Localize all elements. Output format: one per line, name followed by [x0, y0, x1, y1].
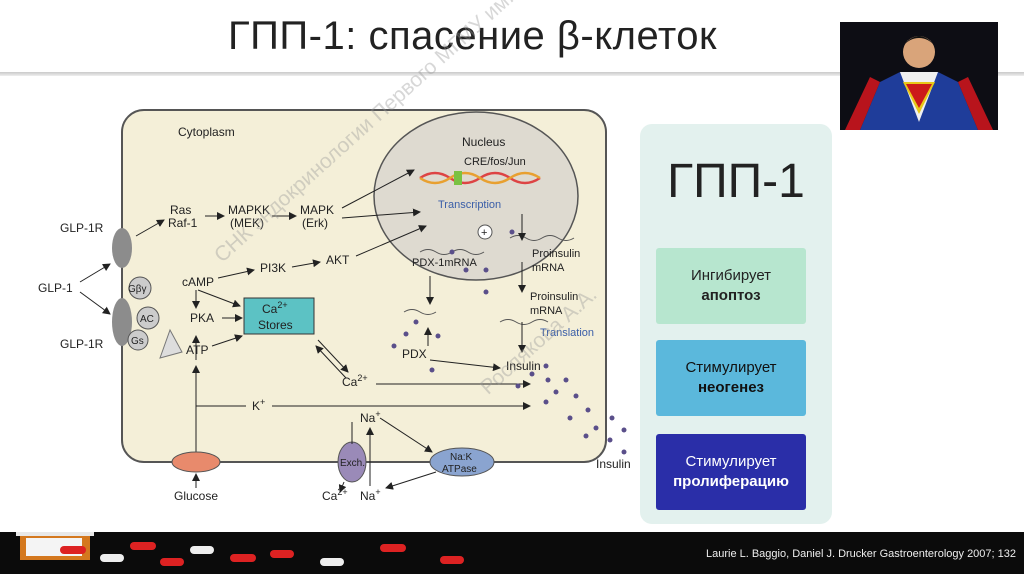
pdx1mrna-label: PDX-1mRNA: [412, 257, 477, 269]
nucleus-label: Nucleus: [462, 135, 505, 149]
card-proliferation: Стимулирует пролиферацию: [656, 434, 806, 510]
svg-text:GLP-1: GLP-1: [38, 281, 73, 295]
card-line1: Стимулирует: [685, 453, 777, 470]
pills-image: [16, 526, 464, 566]
svg-text:ATP: ATP: [186, 343, 208, 357]
cytoplasm-label: Cytoplasm: [178, 125, 235, 139]
effects-panel: ГПП-1 Ингибирует апоптоз Стимулирует нео…: [640, 124, 832, 524]
svg-text:Ca2+: Ca2+: [262, 300, 288, 316]
card-apoptosis: Ингибирует апоптоз: [656, 248, 806, 324]
na-k-atpase: [429, 447, 495, 477]
svg-text:Gs: Gs: [131, 336, 144, 347]
svg-text:AC: AC: [140, 314, 154, 325]
gby-node: [128, 276, 152, 300]
card-line1: Стимулирует: [685, 359, 777, 376]
svg-text:K+: K+: [252, 397, 265, 413]
ca-stores-box: [243, 297, 315, 335]
svg-text:Raf-1: Raf-1: [168, 216, 198, 230]
svg-text:Stores: Stores: [258, 318, 293, 332]
svg-text:Ras: Ras: [170, 203, 191, 217]
footer-bar: [0, 526, 1024, 574]
gs-node: [127, 329, 149, 351]
cre-label: CRE/fos/Jun: [464, 156, 526, 168]
svg-text:Gβγ: Gβγ: [128, 284, 147, 295]
svg-text:Proinsulin: Proinsulin: [532, 248, 580, 260]
svg-text:cAMP: cAMP: [182, 275, 214, 289]
svg-text:GLP-1R: GLP-1R: [60, 337, 104, 351]
svg-text:Insulin: Insulin: [506, 359, 541, 373]
glucose-transporter: [171, 451, 221, 473]
card-line2: неогенез: [697, 379, 764, 396]
svg-text:Insulin: Insulin: [596, 457, 631, 471]
title-divider: [0, 72, 1024, 76]
translation-label: Translation: [540, 327, 594, 339]
svg-text:AKT: AKT: [326, 253, 350, 267]
svg-text:PDX: PDX: [402, 347, 427, 361]
glp1r-bottom: [112, 298, 132, 346]
svg-text:PI3K: PI3K: [260, 261, 286, 275]
panel-heading: ГПП-1: [667, 155, 805, 208]
card-line1: Ингибирует: [690, 267, 772, 284]
nucleus: [373, 111, 579, 281]
svg-text:+: +: [481, 227, 487, 239]
svg-text:Exch.: Exch.: [340, 458, 365, 469]
glp1-pathway-diagram: Cytoplasm Nucleus CRE/fos/Jun Transcript…: [38, 109, 631, 503]
svg-text:Ca2+: Ca2+: [322, 487, 348, 503]
svg-text:PKA: PKA: [190, 311, 214, 325]
superhero-image: [840, 22, 998, 130]
svg-text:(MEK): (MEK): [230, 216, 264, 230]
svg-text:Glucose: Glucose: [174, 489, 218, 503]
citation: Laurie L. Baggio, Daniel J. Drucker Gast…: [705, 548, 1016, 560]
svg-text:ATPase: ATPase: [442, 464, 477, 475]
svg-text:GLP-1R: GLP-1R: [60, 221, 104, 235]
slide-title: ГПП-1: спасение β-клеток: [228, 14, 718, 58]
card-line2: апоптоз: [701, 287, 761, 304]
svg-text:(Erk): (Erk): [302, 216, 328, 230]
plus-circle: [477, 224, 493, 240]
svg-text:mRNA: mRNA: [530, 305, 563, 317]
svg-text:Na+: Na+: [360, 409, 381, 425]
ac-node: [136, 306, 160, 330]
insulin-granules: [391, 229, 627, 455]
svg-text:Proinsulin: Proinsulin: [530, 291, 578, 303]
svg-text:mRNA: mRNA: [532, 262, 565, 274]
card-line2: пролиферацию: [673, 473, 789, 490]
svg-text:Ca2+: Ca2+: [342, 373, 368, 389]
svg-text:MAPK: MAPK: [300, 203, 334, 217]
svg-text:Na+: Na+: [360, 487, 381, 503]
svg-text:Na:K: Na:K: [450, 452, 473, 463]
glp1r-top: [112, 228, 132, 268]
card-neogenesis: Стимулирует неогенез: [656, 340, 806, 416]
svg-text:MAPKK: MAPKK: [228, 203, 270, 217]
transcription-label: Transcription: [438, 199, 501, 211]
